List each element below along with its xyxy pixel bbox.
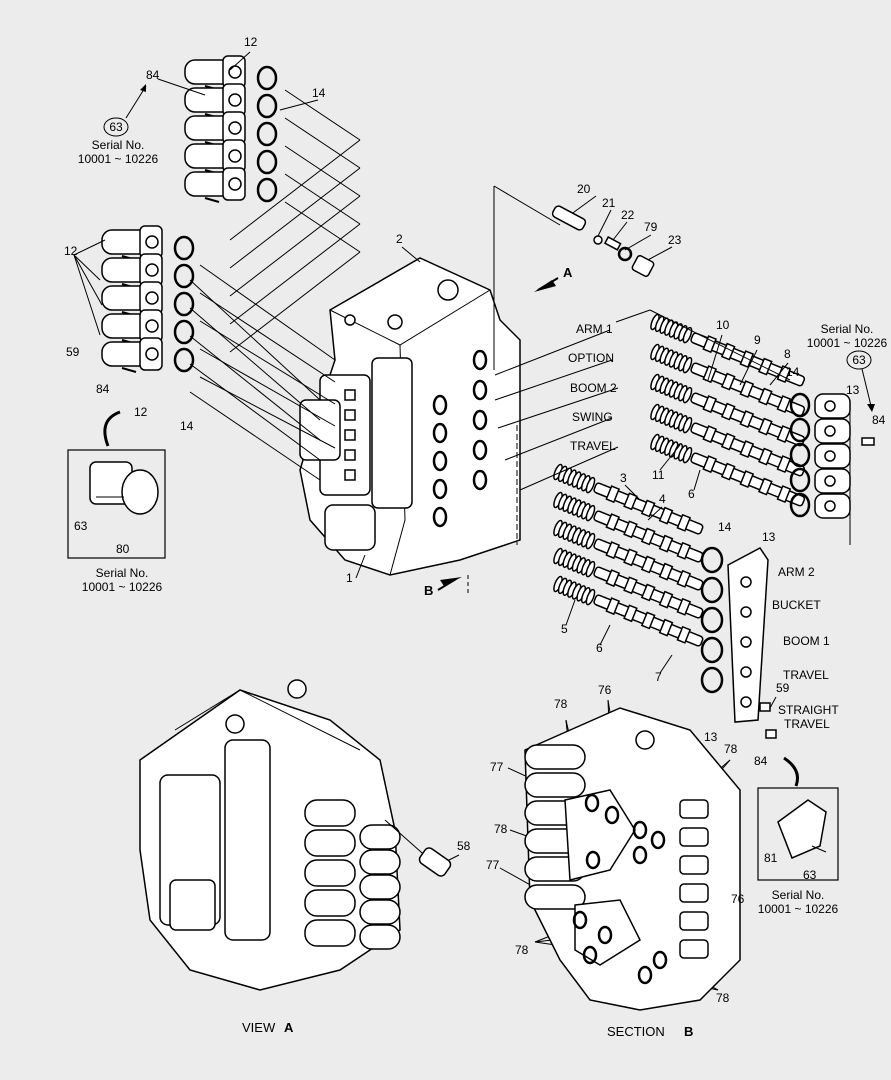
callout-9: 9 — [754, 333, 761, 347]
label-straight-travel: TRAVEL — [784, 717, 830, 731]
main-valve-body — [299, 257, 521, 576]
callout-20: 20 — [577, 182, 591, 196]
view-mark-b: B — [424, 583, 433, 598]
callout-84-left: 84 — [96, 382, 110, 396]
callout-78-top: 78 — [554, 697, 568, 711]
label-straight: STRAIGHT — [778, 703, 839, 717]
callout-14-right-mid: 14 — [718, 520, 732, 534]
ref-63-upper: 63 — [103, 84, 147, 137]
svg-text:B: B — [684, 1024, 693, 1039]
svg-text:SECTION: SECTION — [607, 1024, 665, 1039]
callout-84-right-top: 84 — [872, 413, 886, 427]
label-arm-1: ARM 1 — [576, 322, 613, 336]
callout-2: 2 — [396, 232, 403, 246]
caps-lower — [700, 546, 777, 739]
callout-21: 21 — [602, 196, 616, 210]
callout-84-right-bottom: 84 — [754, 754, 768, 768]
label-travel-right: TRAVEL — [783, 668, 829, 682]
svg-text:10001 ~ 10226: 10001 ~ 10226 — [82, 580, 163, 594]
solenoid-stack-upper — [184, 55, 278, 203]
callout-5: 5 — [561, 622, 568, 636]
callout-78-mid: 78 — [494, 822, 508, 836]
svg-text:10001 ~ 10226: 10001 ~ 10226 — [78, 152, 159, 166]
svg-text:63: 63 — [109, 120, 123, 134]
callout-81: 81 — [764, 851, 778, 865]
view-mark-a: A — [563, 265, 573, 280]
callout-22: 22 — [621, 208, 635, 222]
callout-14-right-top: 14 — [786, 365, 800, 379]
callout-78-bottom: 78 — [515, 943, 529, 957]
callout-84-top: 84 — [146, 68, 160, 82]
solenoid-stack-left — [101, 225, 195, 373]
callout-10: 10 — [716, 318, 730, 332]
serial-note-box-right: Serial No. 10001 ~ 10226 — [758, 888, 839, 916]
label-boom-2: BOOM 2 — [570, 381, 617, 395]
label-swing: SWING — [572, 410, 613, 424]
callout-78-br: 78 — [716, 991, 730, 1005]
callout-79: 79 — [644, 220, 658, 234]
svg-text:10001 ~ 10226: 10001 ~ 10226 — [758, 902, 839, 916]
callout-12-left: 12 — [64, 244, 78, 258]
section-labels-left: ARM 1 OPTION BOOM 2 SWING TRAVEL — [568, 322, 617, 453]
caption-view-a: VIEW A — [242, 1020, 294, 1035]
callout-14-left: 14 — [180, 419, 194, 433]
caption-section-b: SECTION B — [607, 1024, 693, 1039]
spools-lower — [553, 463, 704, 647]
callout-7: 7 — [655, 670, 662, 684]
svg-text:Serial No.: Serial No. — [821, 322, 874, 336]
label-boom-1: BOOM 1 — [783, 634, 830, 648]
svg-text:Serial No.: Serial No. — [772, 888, 825, 902]
callout-23: 23 — [668, 233, 682, 247]
label-travel-left: TRAVEL — [570, 439, 616, 453]
spools-upper — [650, 313, 806, 507]
ref-63-right: 63 — [846, 350, 875, 412]
detail-box-80 — [67, 410, 166, 559]
svg-text:Serial No.: Serial No. — [96, 566, 149, 580]
callout-3: 3 — [620, 471, 627, 485]
view-a-drawing — [139, 679, 452, 991]
callout-14-top: 14 — [312, 86, 326, 100]
callout-6-upper: 6 — [688, 487, 695, 501]
callout-13-right-mid: 13 — [762, 530, 776, 544]
detail-box-81 — [757, 756, 839, 881]
callout-12-bottom: 12 — [134, 405, 148, 419]
svg-text:63: 63 — [852, 353, 866, 367]
callout-13-right-bottom: 13 — [704, 730, 718, 744]
callout-4: 4 — [659, 492, 666, 506]
serial-note-box-left: Serial No. 10001 ~ 10226 — [82, 566, 163, 594]
callout-77-bottom: 77 — [486, 858, 500, 872]
callout-58: 58 — [457, 839, 471, 853]
relief-valve-parts — [493, 185, 655, 370]
serial-note-upper: Serial No. 10001 ~ 10226 — [78, 138, 159, 166]
svg-text:VIEW: VIEW — [242, 1020, 276, 1035]
callout-59-left: 59 — [66, 345, 80, 359]
label-bucket: BUCKET — [772, 598, 821, 612]
callout-76-right: 76 — [731, 892, 745, 906]
callout-8: 8 — [784, 347, 791, 361]
section-b-drawing — [524, 707, 741, 1011]
callout-76-top: 76 — [598, 683, 612, 697]
serial-note-right: Serial No. 10001 ~ 10226 — [807, 322, 888, 350]
callout-13-right-top: 13 — [846, 383, 860, 397]
label-option: OPTION — [568, 351, 614, 365]
callout-63-box-right: 63 — [803, 868, 817, 882]
svg-text:10001 ~ 10226: 10001 ~ 10226 — [807, 336, 888, 350]
callout-80: 80 — [116, 542, 130, 556]
callout-labels: 12 84 14 2 12 59 84 12 14 63 80 1 20 21 … — [64, 35, 886, 1005]
cut-line-b — [437, 277, 559, 595]
callout-1: 1 — [346, 571, 353, 585]
section-labels-right: ARM 2 BUCKET BOOM 1 TRAVEL STRAIGHT TRAV… — [772, 565, 839, 731]
callout-78-right: 78 — [724, 742, 738, 756]
callout-63-box: 63 — [74, 519, 88, 533]
svg-text:A: A — [284, 1020, 294, 1035]
callout-12-top: 12 — [244, 35, 258, 49]
caps-upper — [789, 392, 875, 545]
callout-6-lower: 6 — [596, 641, 603, 655]
svg-text:Serial No.: Serial No. — [92, 138, 145, 152]
callout-11: 11 — [652, 468, 665, 482]
label-arm-2: ARM 2 — [778, 565, 815, 579]
callout-59-right: 59 — [776, 681, 790, 695]
callout-77-top: 77 — [490, 760, 504, 774]
